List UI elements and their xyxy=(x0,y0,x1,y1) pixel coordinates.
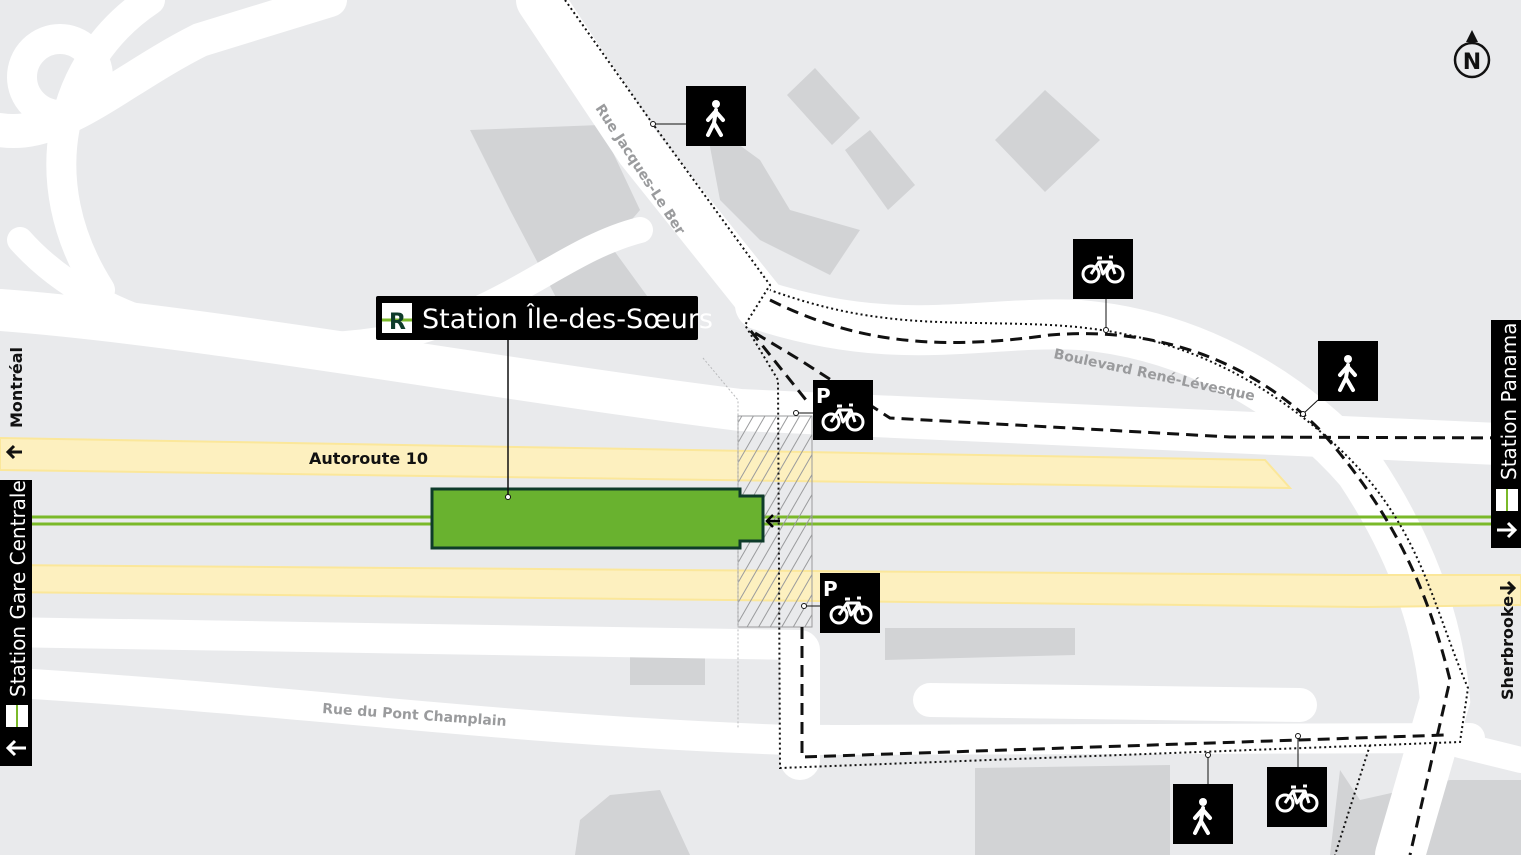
arrow-left-icon xyxy=(5,444,22,460)
north-arrow-icon: N xyxy=(1453,30,1491,79)
svg-text:N: N xyxy=(1463,50,1481,75)
direction-label-montreal: Montréal xyxy=(7,347,26,428)
highway-label: Autoroute 10 xyxy=(309,449,428,468)
entrance-arrow-icon xyxy=(765,514,780,528)
pedestrian-icon xyxy=(650,86,746,146)
pedestrian-paths xyxy=(564,0,1470,855)
bicycle-icon xyxy=(1267,733,1327,827)
pedestrian-icon xyxy=(1300,341,1378,417)
svg-text:Station Gare Centrale: Station Gare Centrale xyxy=(6,480,30,697)
svg-text:Station Panama: Station Panama xyxy=(1497,322,1521,480)
pedestrian-icon xyxy=(1173,752,1233,844)
rem-logo-icon xyxy=(382,303,412,333)
direction-sign-panama[interactable]: Station Panama xyxy=(1491,320,1521,548)
direction-sign-gare-centrale[interactable]: Station Gare Centrale xyxy=(0,480,32,766)
svg-text:P: P xyxy=(816,384,831,408)
bike-parking-icon: P xyxy=(801,573,880,633)
direction-label-sherbrooke: Sherbrooke xyxy=(1498,596,1517,700)
arrow-right-icon xyxy=(1500,580,1517,596)
station-name: Station Île-des-Sœurs xyxy=(422,303,713,335)
svg-text:P: P xyxy=(823,577,838,601)
bicycle-icon xyxy=(1073,239,1133,333)
arrow-left-icon xyxy=(5,739,26,757)
station-platform[interactable] xyxy=(430,487,765,550)
arrow-right-icon xyxy=(1497,521,1518,539)
station-name-label[interactable]: R Station Île-des-Sœurs xyxy=(376,296,713,340)
bike-parking-icon: P xyxy=(793,380,873,440)
svg-text:R: R xyxy=(389,310,406,335)
